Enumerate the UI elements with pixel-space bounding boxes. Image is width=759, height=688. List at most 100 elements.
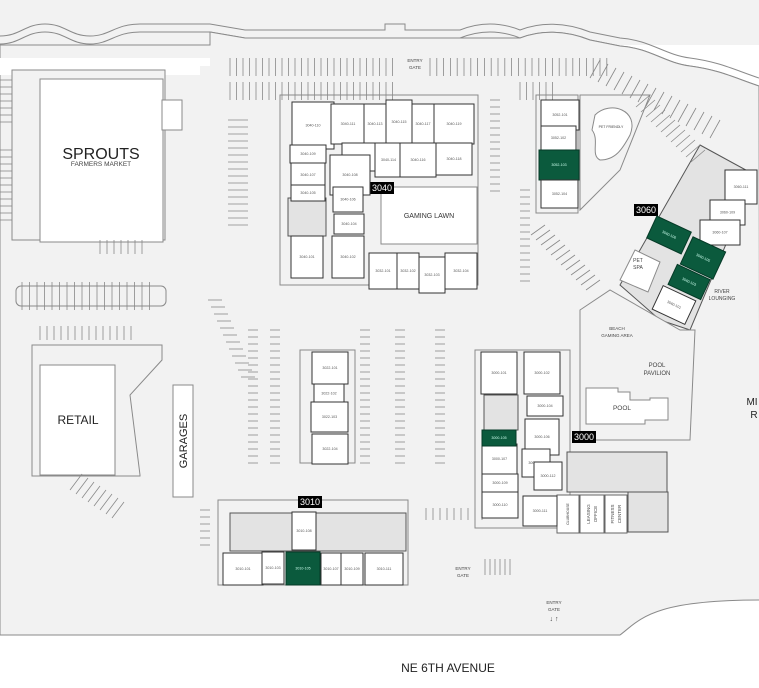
building-3000-commons [483, 394, 519, 431]
unit-3040-107[interactable]: 3040-107 [290, 162, 326, 188]
unit-3000-107[interactable]: 3000-107 [481, 443, 518, 475]
beach-label-1: BEACH [609, 326, 625, 331]
building-3040-tag[interactable]: 3040 [370, 182, 394, 194]
unit-3052-102[interactable]: 3052-102 [540, 125, 577, 151]
unit-3010-105[interactable]: 3010-105 [285, 551, 321, 586]
unit-3022-102[interactable]: 3022-102 [313, 383, 345, 404]
unit-3032-101[interactable]: 3032-101 [368, 252, 398, 290]
parking-stall [645, 87, 657, 107]
unit-3022-101[interactable]: 3022-101 [311, 351, 349, 385]
parking-stall [690, 149, 706, 163]
parking-island [15, 285, 167, 307]
fitness-label-1: FITNESS [610, 504, 615, 523]
river-lounging-label-1: RIVER [714, 289, 730, 295]
pet-spa-label-1: PET [633, 258, 643, 264]
parking-stall [75, 477, 89, 495]
building-3060-number: 3060 [636, 205, 656, 215]
unit-3010-108[interactable]: 3010-108 [291, 511, 317, 551]
unit-3032-104[interactable]: 3032-104 [444, 252, 478, 290]
building-3040-commons [287, 197, 327, 237]
parking-stall [550, 244, 566, 256]
fitness-label-2: CENTER [617, 504, 622, 523]
building-3060-tag[interactable]: 3060 [634, 204, 658, 216]
parking-stall [105, 497, 119, 515]
parking-stall [621, 75, 633, 95]
unit-3052-104[interactable]: 3052-104 [540, 179, 579, 209]
unit-3040-102[interactable]: 3040-102 [331, 235, 365, 279]
parking-stall [613, 71, 625, 91]
unit-3040-116[interactable]: 3040-116 [399, 142, 437, 178]
unit-3010-111[interactable]: 3010-111 [364, 552, 404, 586]
unit-3040-105[interactable]: 3040-105 [290, 184, 326, 202]
parking-stall [555, 249, 571, 261]
unit-3000-105[interactable]: 3000-105 [481, 429, 517, 447]
leasing-label-2: OFFICE [593, 506, 598, 523]
unit-3040-117[interactable]: 3040-117 [411, 103, 435, 145]
unit-3040-101[interactable]: 3040-101 [290, 235, 324, 279]
unit-3000-104[interactable]: 3000-104 [526, 395, 564, 417]
unit-3010-103[interactable]: 3010-103 [261, 551, 285, 585]
parking-stall [650, 109, 666, 123]
beach-label-2: GAMING AREA [601, 333, 633, 338]
unit-3000-112[interactable]: 3000-112 [533, 461, 563, 491]
unit-3022-104[interactable]: 3022-104 [311, 433, 349, 465]
parking-stall [87, 485, 101, 503]
unit-3040-114[interactable]: 3040-114 [374, 142, 403, 178]
parking-stall [680, 139, 696, 153]
unit-3040-109[interactable]: 3040-109 [289, 144, 327, 164]
parking-stall [565, 259, 581, 271]
building-3000-tag[interactable]: 3000 [572, 431, 596, 443]
river-edge [0, 23, 759, 79]
unit-3000-109[interactable]: 3000-109 [481, 473, 519, 493]
unit-3022-103[interactable]: 3022-103 [310, 401, 349, 433]
unit-3040-106[interactable]: 3040-106 [332, 186, 364, 213]
building-3040-number: 3040 [372, 183, 392, 193]
leasing-office[interactable] [579, 494, 605, 534]
unit-3000-101[interactable]: 3000-101 [480, 351, 518, 395]
parking-stall [670, 129, 686, 143]
parking-stall [99, 493, 113, 511]
unit-3000-102[interactable]: 3000-102 [523, 351, 561, 395]
unit-3040-119[interactable]: 3040-119 [433, 103, 475, 145]
parking-stall [675, 134, 691, 148]
parking-stall [545, 239, 561, 251]
unit-3040-118[interactable]: 3040-118 [435, 142, 473, 176]
unit-3032-102[interactable]: 3032-102 [396, 252, 420, 290]
unit-3060-111[interactable]: 3060-111 [724, 169, 758, 205]
street-label: NE 6TH AVENUE [401, 661, 495, 675]
unit-3000-110[interactable]: 3000-110 [481, 491, 519, 519]
clubhouse-annex [627, 491, 669, 533]
fitness-center[interactable] [604, 494, 628, 534]
building-3010-commons [229, 512, 407, 552]
building-3010-tag[interactable]: 3010 [298, 496, 322, 508]
mill-label-1: MI [746, 397, 757, 408]
unit-3060-107[interactable]: 3060-107 [699, 219, 741, 246]
unit-3010-107[interactable]: 3010-107 [320, 552, 342, 586]
pet-friendly-label: PET FRIENDLY [599, 125, 624, 129]
unit-3040-104[interactable]: 3040-104 [333, 213, 365, 235]
parking-stall [635, 94, 651, 108]
sprouts-annex [161, 99, 183, 131]
parking-stalls [0, 58, 721, 575]
parking-stall [580, 274, 596, 286]
parking-stall [640, 99, 656, 113]
parking-stall [535, 229, 551, 241]
parking-stall [69, 473, 83, 491]
pool [585, 387, 669, 425]
unit-3040-110[interactable]: 3040-110 [291, 101, 335, 150]
unit-3052-103[interactable]: 3052-103 [538, 149, 580, 181]
parking-stall [709, 119, 721, 139]
unit-3040-111[interactable]: 3040-111 [330, 103, 366, 145]
unit-3032-103[interactable]: 3032-103 [418, 256, 446, 294]
se-gate-label-1: ENTRY [546, 600, 561, 605]
sprouts-label: SPROUTS [62, 146, 139, 163]
unit-3010-109[interactable]: 3010-109 [340, 552, 364, 586]
building-3000-number: 3000 [574, 432, 594, 442]
unit-3000-111[interactable]: 3000-111 [522, 495, 558, 527]
unit-3010-101[interactable]: 3010-101 [222, 552, 264, 586]
parking-stall [111, 501, 125, 519]
unit-3040-113[interactable]: 3040-113 [363, 103, 387, 145]
unit-3040-115[interactable]: 3040-115 [385, 99, 413, 145]
parking-stall [701, 115, 713, 135]
